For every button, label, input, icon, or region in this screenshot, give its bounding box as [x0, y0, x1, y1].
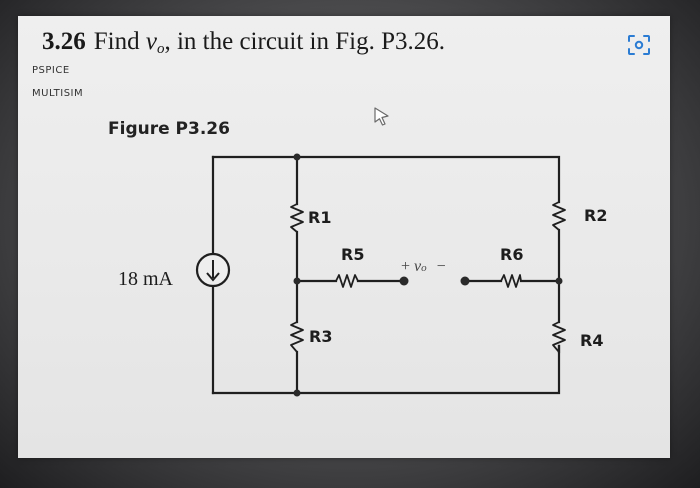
wire-bottom: [211, 344, 561, 395]
r5-symbol: [335, 274, 359, 288]
r6-symbol: [500, 274, 522, 288]
vo-plus: +: [401, 258, 411, 275]
scan-text-icon[interactable]: [627, 34, 651, 56]
mouse-cursor-icon: [374, 107, 389, 126]
r5-label: R5: [341, 245, 365, 264]
node-top: [293, 153, 301, 161]
current-source-arrow: [206, 260, 220, 282]
problem-number: 3.26: [42, 28, 86, 55]
terminal-plus: [399, 276, 409, 286]
r4-label: R4: [580, 331, 604, 350]
vo-label: + vo −: [401, 258, 446, 276]
source-value-label: 18 mA: [118, 268, 173, 290]
node-mid-right: [555, 277, 563, 285]
r3-label: R3: [309, 327, 333, 346]
r1-label: R1: [308, 208, 332, 227]
problem-text-after: , in the circuit in Fig. P3.26.: [164, 28, 446, 55]
node-mid-left: [293, 277, 301, 285]
problem-statement: 3.26 Find vo, in the circuit in Fig. P3.2…: [42, 28, 445, 58]
r6-label: R6: [500, 245, 524, 264]
terminal-minus: [460, 276, 470, 286]
r2-symbol: [552, 201, 566, 231]
problem-subscript: o: [156, 41, 165, 57]
vo-minus: −: [436, 258, 446, 275]
multisim-tag: MULTISIM: [32, 88, 84, 99]
r3-symbol: [290, 321, 304, 353]
vo-variable: v: [414, 258, 422, 275]
r1-symbol: [290, 203, 304, 233]
node-bottom: [293, 389, 301, 397]
problem-text-before: Find: [93, 28, 140, 55]
r2-label: R2: [584, 206, 608, 225]
vo-subscript: o: [421, 262, 427, 274]
circuit-diagram: [195, 153, 566, 397]
problem-variable: v: [145, 28, 157, 55]
figure-label: Figure P3.26: [108, 119, 230, 139]
r4-symbol: [552, 321, 566, 353]
wire-top: [211, 155, 561, 204]
pspice-tag: PSPICE: [32, 65, 70, 76]
